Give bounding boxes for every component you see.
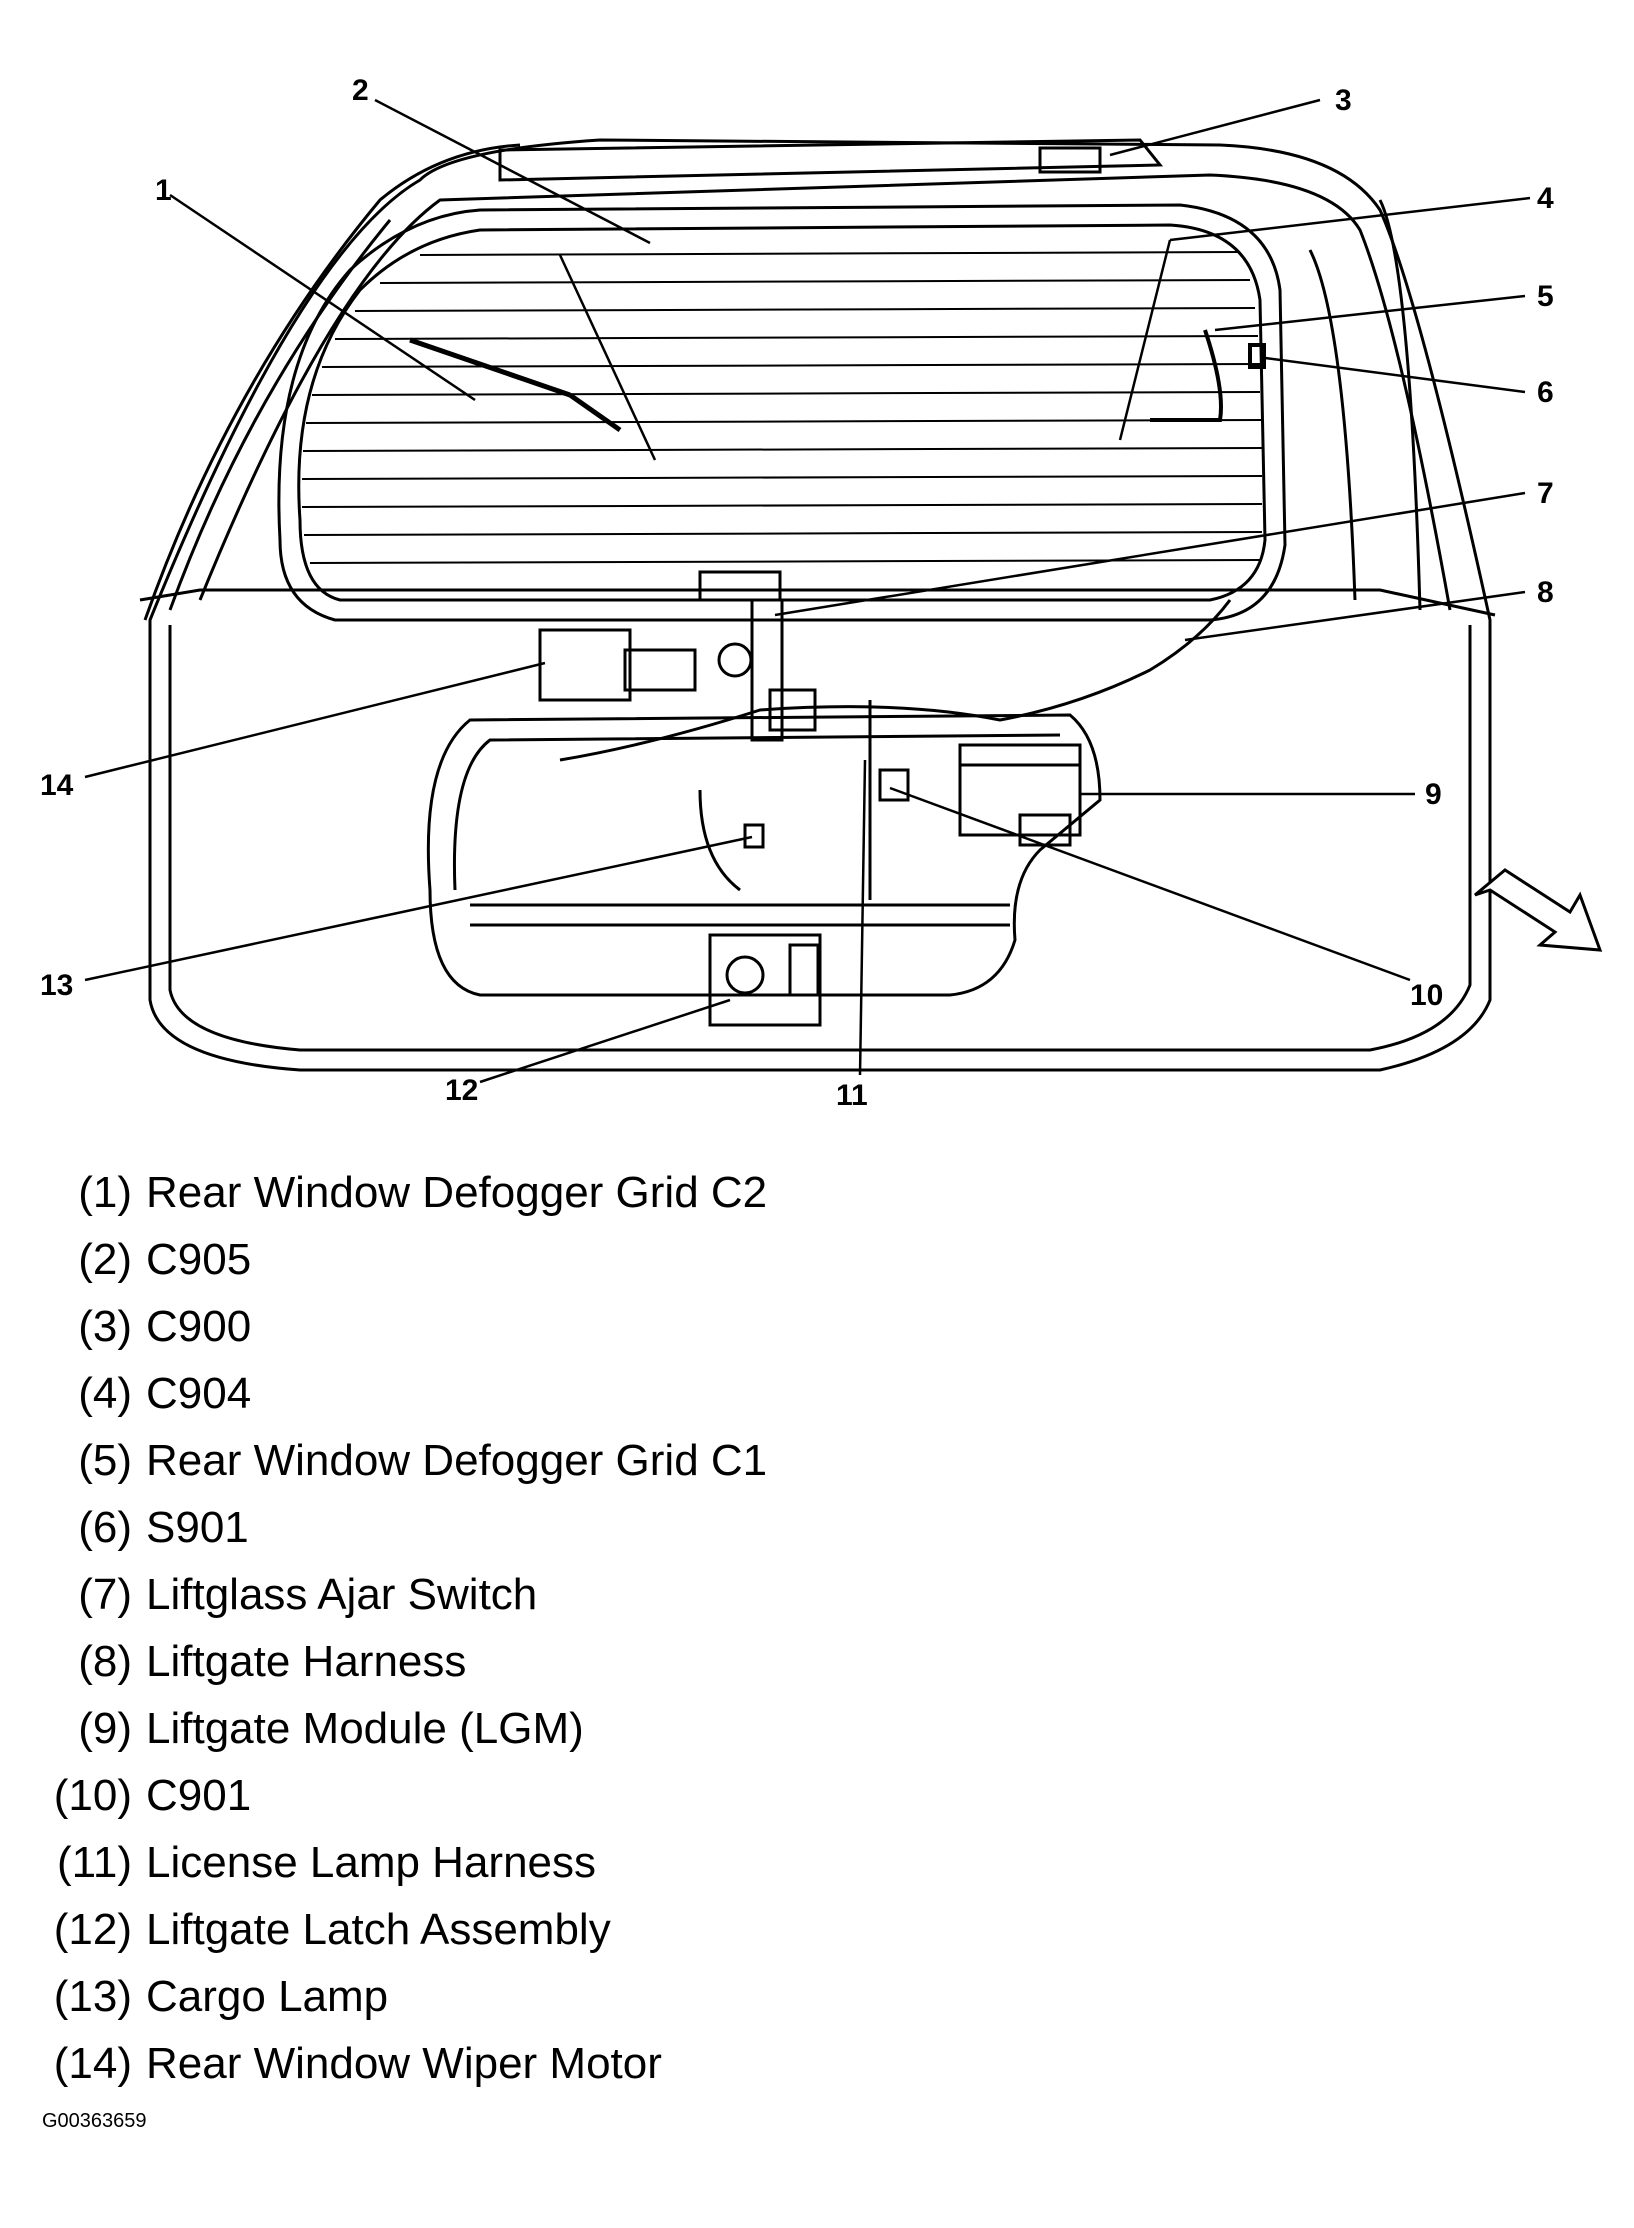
legend-item-8: (8) Liftgate Harness — [30, 1629, 466, 1695]
right-trim — [1308, 199, 1422, 611]
leader-12 — [479, 998, 731, 1084]
legend-num: (6) — [78, 1503, 132, 1552]
top-header — [498, 138, 1164, 182]
legend-num: (11) — [57, 1838, 132, 1887]
leader-lines — [84, 98, 1531, 1084]
callout-10: 10 — [1410, 979, 1443, 1012]
legend-item-14: (14) Rear Window Wiper Motor — [30, 2031, 662, 2097]
callout-1: 1 — [155, 174, 172, 207]
liftgate-diagram: 1 2 3 4 5 6 7 8 9 10 11 12 13 14 — [40, 74, 1603, 1110]
liftglass-ajar-switch — [698, 570, 817, 742]
leader-10 — [889, 786, 1411, 982]
callout-11: 11 — [836, 1079, 868, 1110]
legend-item-9: (9) Liftgate Module (LGM) — [30, 1696, 584, 1762]
legend-num: (3) — [78, 1302, 132, 1351]
figure-id: G00363659 — [42, 2110, 147, 2132]
legend-num: (2) — [78, 1235, 132, 1284]
direction-arrow-icon — [1474, 868, 1603, 952]
legend-item-1: (1) Rear Window Defogger Grid C2 — [30, 1160, 767, 1226]
legend-item-6: (6) S901 — [30, 1495, 249, 1561]
legend-label: Cargo Lamp — [146, 1972, 389, 2021]
legend-item-12: (12) Liftgate Latch Assembly — [30, 1897, 611, 1963]
callout-5: 5 — [1537, 280, 1554, 313]
legend-item-10: (10) C901 — [30, 1763, 251, 1829]
leader-8 — [1184, 590, 1526, 642]
legend-label: Liftgate Harness — [146, 1637, 467, 1686]
leader-2a — [374, 98, 651, 245]
legend-label: S901 — [146, 1503, 249, 1552]
legend-num: (12) — [53, 1905, 132, 1954]
harness-runs — [559, 599, 1232, 900]
legend-num: (5) — [78, 1436, 132, 1485]
lower-opening — [426, 713, 1102, 997]
leader-2b — [558, 254, 657, 461]
leader-13 — [84, 835, 753, 982]
leader-1 — [169, 193, 476, 402]
legend-label: C901 — [146, 1771, 252, 1820]
callout-4: 4 — [1537, 182, 1554, 215]
legend-item-3: (3) C900 — [30, 1294, 251, 1360]
legend-label: License Lamp Harness — [146, 1838, 597, 1887]
leader-3 — [1109, 98, 1321, 157]
legend-item-4: (4) C904 — [30, 1361, 251, 1427]
callout-13: 13 — [40, 969, 73, 1002]
legend-num: (14) — [53, 2039, 132, 2088]
callout-2: 2 — [352, 74, 369, 107]
wiper-arm — [409, 337, 622, 433]
legend-label: Rear Window Defogger Grid C1 — [146, 1436, 768, 1485]
legend-label: Liftglass Ajar Switch — [146, 1570, 538, 1619]
legend-num: (10) — [53, 1771, 132, 1820]
callout-9: 9 — [1425, 778, 1442, 811]
legend-num: (8) — [78, 1637, 132, 1686]
legend-num: (7) — [78, 1570, 132, 1619]
callout-14: 14 — [40, 769, 74, 802]
legend-num: (4) — [78, 1369, 132, 1418]
legend-num: (13) — [53, 1972, 132, 2021]
callout-7: 7 — [1537, 477, 1554, 510]
legend-item-13: (13) Cargo Lamp — [30, 1964, 388, 2030]
latch-assembly — [708, 933, 822, 1027]
leader-4a — [1169, 196, 1531, 242]
leader-7 — [774, 491, 1526, 617]
right-harness — [1150, 329, 1266, 422]
rear-glass — [277, 203, 1287, 622]
callout-6: 6 — [1537, 376, 1554, 409]
liftgate-body — [139, 138, 1496, 1072]
leader-5 — [1214, 294, 1526, 332]
legend-num: (1) — [78, 1168, 132, 1217]
left-trim — [143, 143, 521, 621]
leader-4b — [1118, 239, 1172, 441]
legend-label: C904 — [146, 1369, 252, 1418]
legend-num: (9) — [78, 1704, 132, 1753]
callout-12: 12 — [445, 1074, 478, 1107]
callout-numbers: 1 2 3 4 5 6 7 8 9 10 11 12 13 14 — [40, 74, 1554, 1110]
defogger-grid — [301, 251, 1263, 564]
legend-item-7: (7) Liftglass Ajar Switch — [30, 1562, 537, 1628]
legend-item-2: (2) C905 — [30, 1227, 251, 1293]
callout-8: 8 — [1537, 576, 1554, 609]
leader-14 — [84, 661, 546, 779]
legend-label: C905 — [146, 1235, 252, 1284]
legend-label: Rear Window Wiper Motor — [146, 2039, 662, 2088]
legend-item-11: (11) License Lamp Harness — [30, 1830, 596, 1896]
legend-label: Liftgate Module (LGM) — [146, 1704, 584, 1753]
callout-3: 3 — [1335, 84, 1352, 117]
wiper-motor — [538, 628, 753, 702]
leader-6 — [1264, 356, 1526, 394]
legend-item-5: (5) Rear Window Defogger Grid C1 — [30, 1428, 767, 1494]
legend-label: Rear Window Defogger Grid C2 — [146, 1168, 768, 1217]
legend-label: C900 — [146, 1302, 252, 1351]
legend-label: Liftgate Latch Assembly — [146, 1905, 611, 1954]
leader-11 — [858, 759, 867, 1076]
